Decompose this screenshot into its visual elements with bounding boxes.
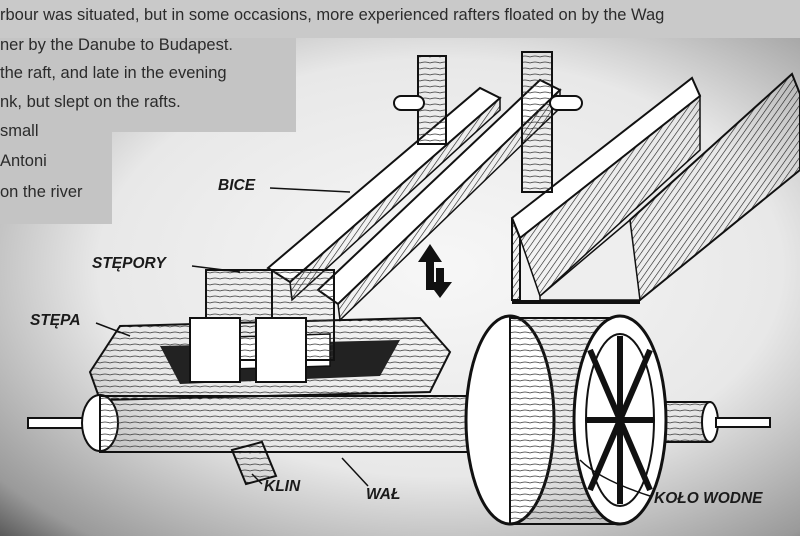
- text-line-3: the raft, and late in the evening: [0, 64, 227, 82]
- label-kolo-wodne: KOŁO WODNE: [654, 490, 763, 507]
- text-panel-left: [0, 38, 296, 132]
- text-panel-top: [0, 0, 800, 38]
- label-wal: WAŁ: [366, 486, 401, 503]
- text-line-7: on the river: [0, 183, 83, 201]
- shaft: [27, 394, 771, 486]
- text-line-6: Antoni: [0, 152, 47, 170]
- water-wheel: [464, 314, 668, 526]
- trough: [510, 72, 800, 304]
- text-line-5: small: [0, 122, 39, 140]
- label-leaders: [95, 187, 651, 497]
- up-down-arrows-icon: [418, 244, 452, 298]
- text-line-4: nk, but slept on the rafts.: [0, 93, 181, 111]
- text-panel-left-lower: [0, 132, 112, 224]
- label-bice: BICE: [218, 177, 256, 194]
- text-line-1: rbour was situated, but in some occasion…: [0, 6, 665, 24]
- text-line-2: ner by the Danube to Budapest.: [0, 36, 233, 54]
- label-stepory: STĘPORY: [92, 255, 166, 272]
- pestles: [189, 269, 335, 383]
- label-stepa: STĘPA: [30, 312, 81, 329]
- label-klin: KLIN: [264, 478, 301, 495]
